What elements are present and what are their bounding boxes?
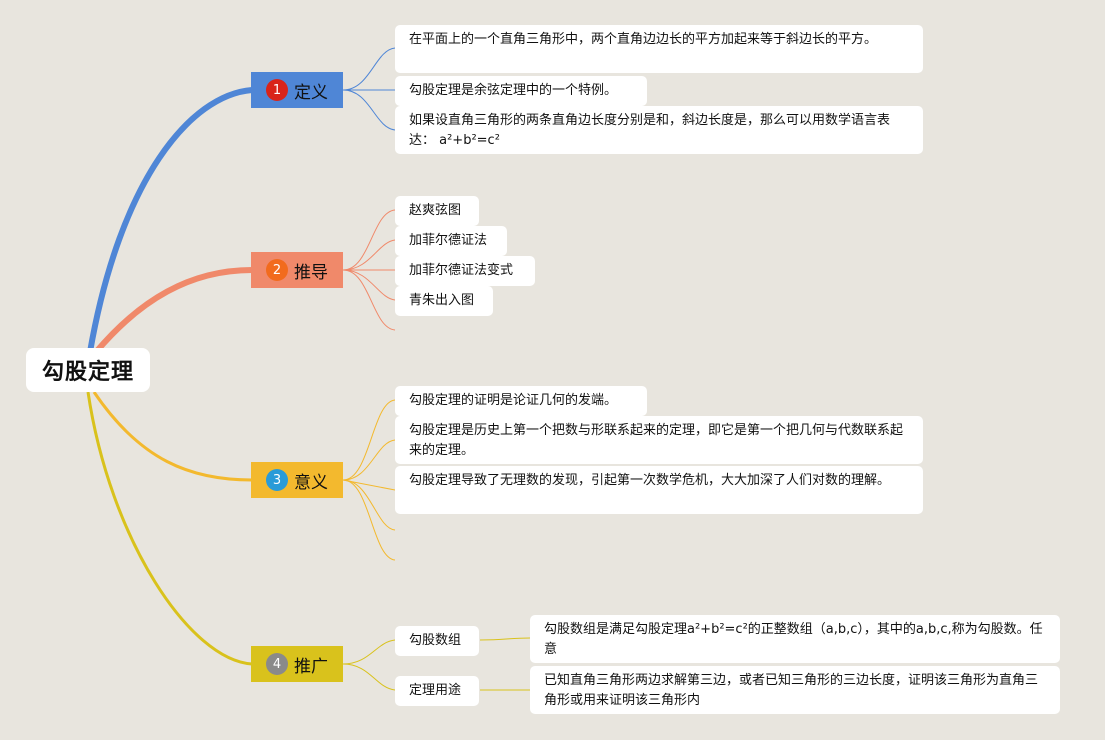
derivation-leaf-3[interactable]: 加菲尔德证法变式 — [395, 256, 535, 286]
meaning-leaf-1[interactable]: 勾股定理的证明是论证几何的发端。 — [395, 386, 647, 416]
meaning-leaf-3[interactable]: 勾股定理导致了无理数的发现，引起第一次数学危机，大大加深了人们对数的理解。 — [395, 466, 923, 514]
extension-leaf-1[interactable]: 勾股数组 — [395, 626, 479, 656]
branch-extension[interactable]: 4 推广 — [251, 646, 343, 682]
definition-leaf-3[interactable]: 如果设直角三角形的两条直角边长度分别是和，斜边长度是，那么可以用数学语言表达： … — [395, 106, 923, 154]
branch-definition[interactable]: 1 定义 — [251, 72, 343, 108]
branch-extension-label: 推广 — [294, 656, 328, 677]
meaning-leaf-2[interactable]: 勾股定理是历史上第一个把数与形联系起来的定理，即它是第一个把几何与代数联系起来的… — [395, 416, 923, 464]
number-badge-2: 2 — [266, 259, 288, 281]
number-badge-1: 1 — [266, 79, 288, 101]
derivation-leaf-2[interactable]: 加菲尔德证法 — [395, 226, 507, 256]
branch-meaning[interactable]: 3 意义 — [251, 462, 343, 498]
branch-derivation-label: 推导 — [294, 262, 328, 283]
branch-meaning-label: 意义 — [294, 472, 328, 493]
number-badge-4: 4 — [266, 653, 288, 675]
extension-detail-2[interactable]: 已知直角三角形两边求解第三边，或者已知三角形的三边长度，证明该三角形为直角三角形… — [530, 666, 1060, 714]
extension-detail-1[interactable]: 勾股数组是满足勾股定理a²+b²=c²的正整数组（a,b,c），其中的a,b,c… — [530, 615, 1060, 663]
definition-leaf-1[interactable]: 在平面上的一个直角三角形中，两个直角边边长的平方加起来等于斜边长的平方。 — [395, 25, 923, 73]
branch-derivation[interactable]: 2 推导 — [251, 252, 343, 288]
root-label: 勾股定理 — [41, 360, 134, 385]
definition-leaf-2[interactable]: 勾股定理是余弦定理中的一个特例。 — [395, 76, 647, 106]
derivation-leaf-1[interactable]: 赵爽弦图 — [395, 196, 479, 226]
root-node[interactable]: 勾股定理 — [26, 348, 150, 392]
branch-definition-label: 定义 — [294, 82, 328, 103]
number-badge-3: 3 — [266, 469, 288, 491]
derivation-leaf-4[interactable]: 青朱出入图 — [395, 286, 493, 316]
extension-leaf-2[interactable]: 定理用途 — [395, 676, 479, 706]
